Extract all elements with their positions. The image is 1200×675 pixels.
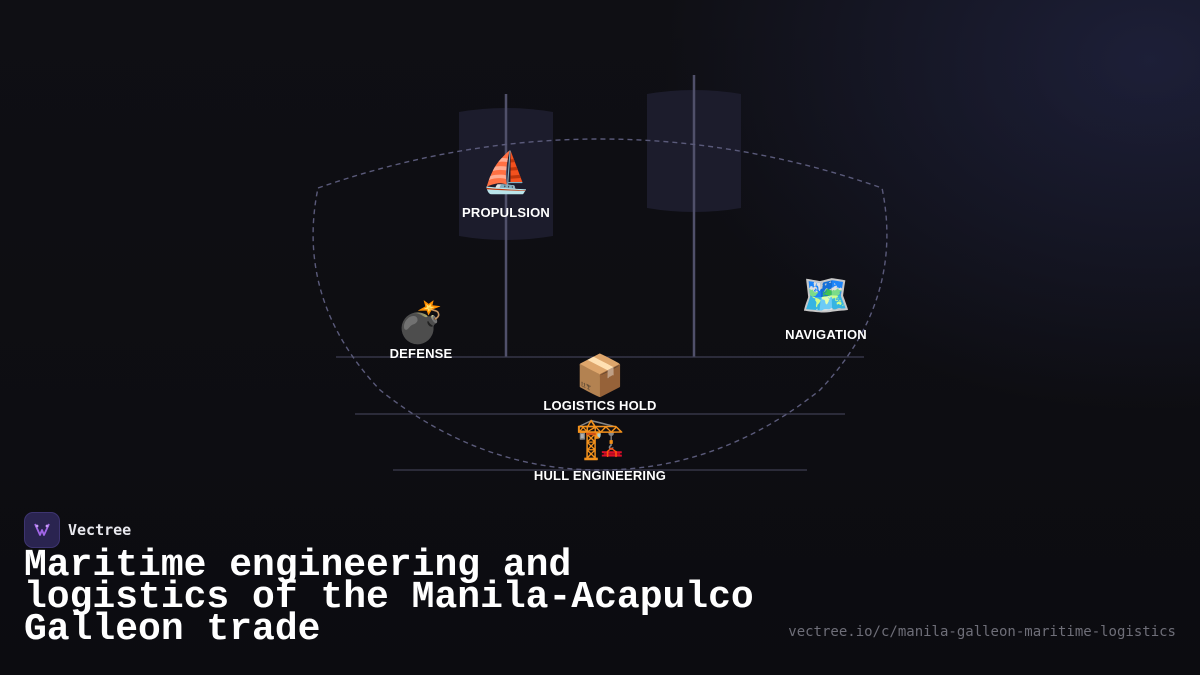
package-icon: 📦 <box>575 354 625 398</box>
map-icon: 🗺️ <box>801 274 851 318</box>
sailboat-icon: ⛵ <box>481 151 531 195</box>
node-label-navigation: NAVIGATION <box>785 327 867 342</box>
node-label-propulsion: PROPULSION <box>462 205 550 220</box>
page-title: Maritime engineering and logistics of th… <box>24 544 754 651</box>
brand-name: Vectree <box>68 521 132 539</box>
crane-icon: 🏗️ <box>575 417 625 461</box>
node-label-defense: DEFENSE <box>389 346 453 361</box>
source-url[interactable]: vectree.io/c/manila-galleon-maritime-log… <box>788 624 1176 640</box>
node-label-hull-engineering: HULL ENGINEERING <box>533 468 667 483</box>
hull-outline <box>312 138 888 471</box>
vectree-logo-icon <box>24 512 60 548</box>
node-label-logistics-hold: LOGISTICS HOLD <box>543 398 657 413</box>
brand[interactable]: Vectree <box>24 512 131 548</box>
bomb-icon: 💣 <box>396 301 446 345</box>
